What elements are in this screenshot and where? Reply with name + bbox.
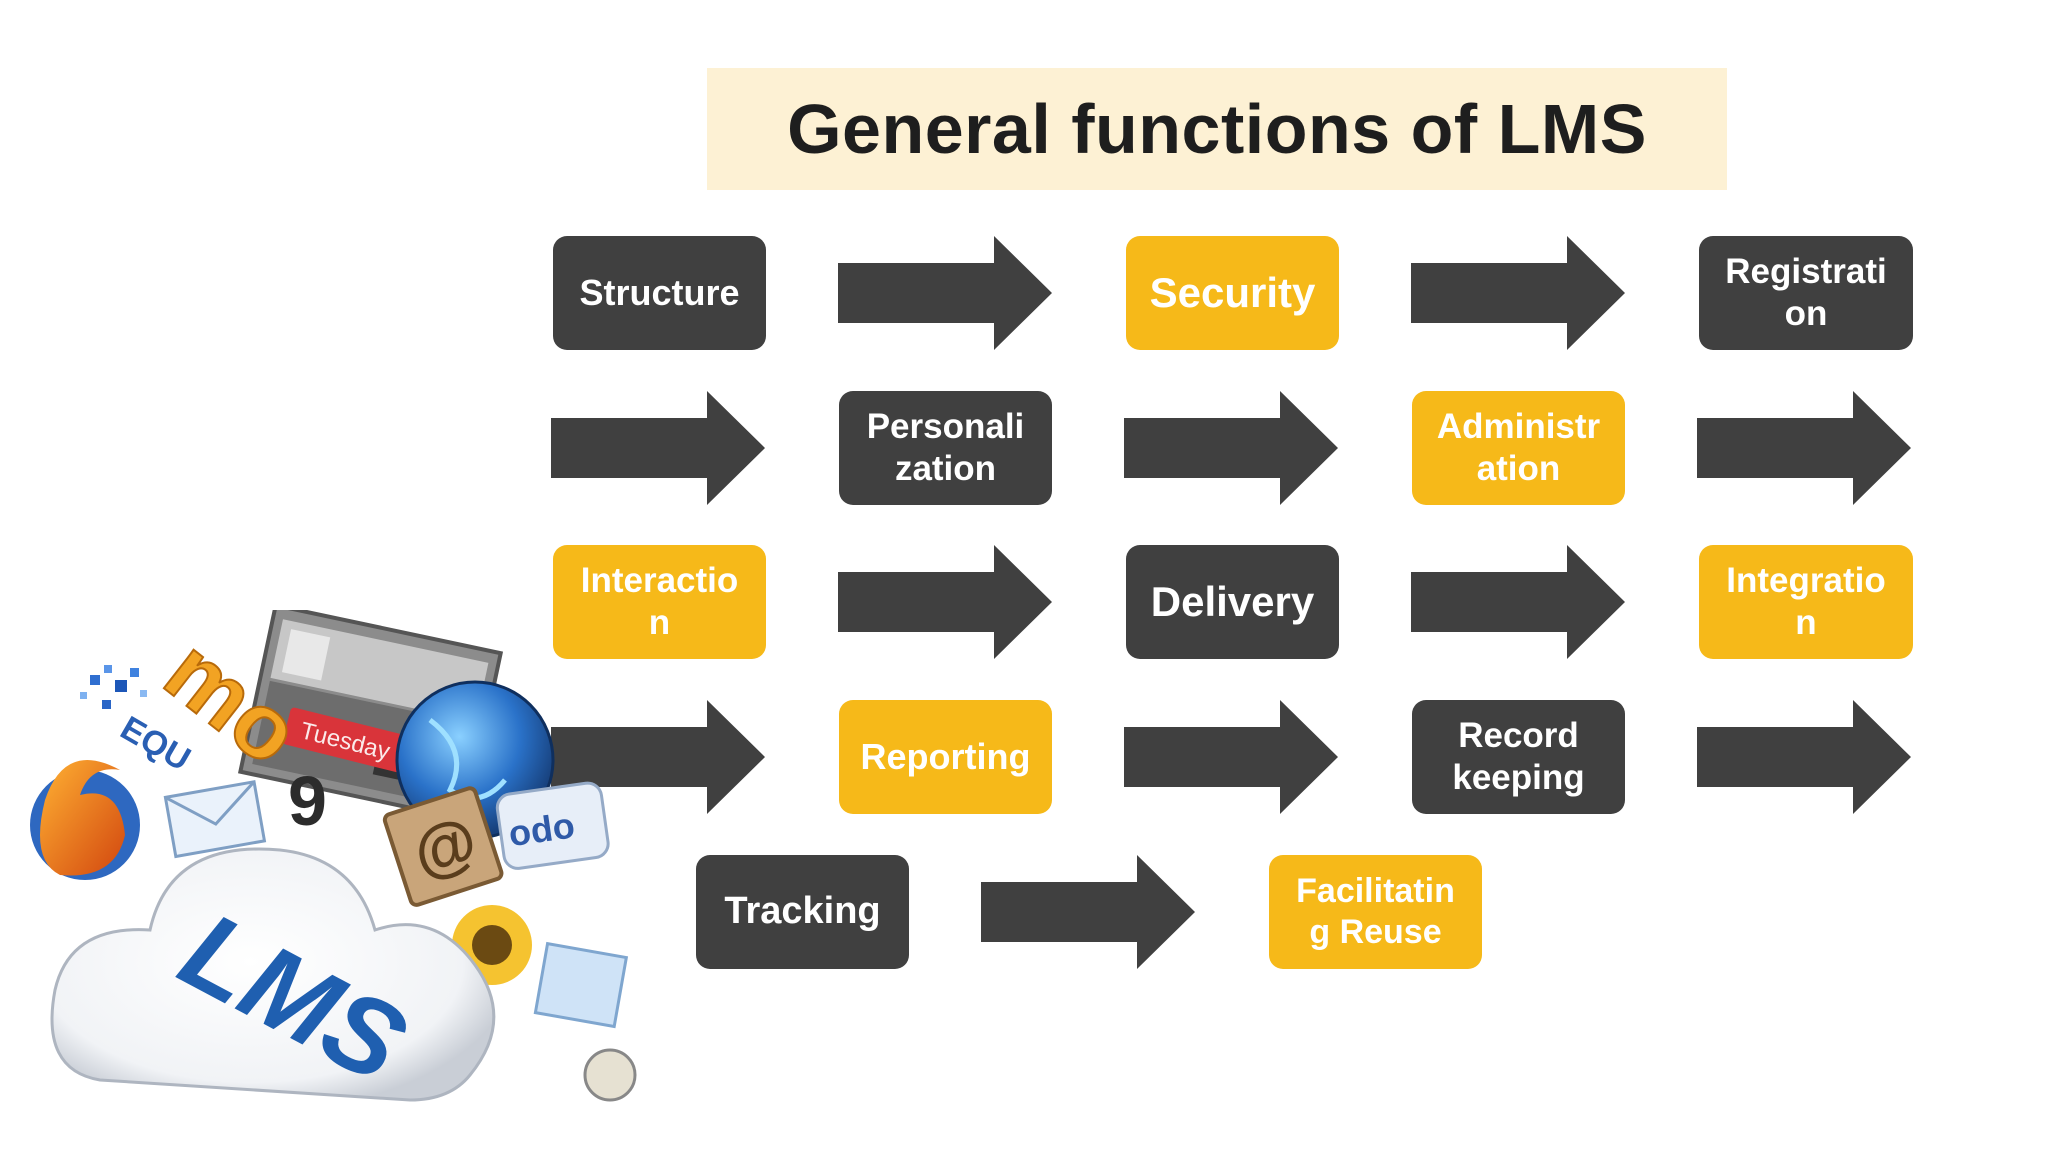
flow-arrow	[551, 391, 765, 505]
box-label: Registrati on	[1725, 252, 1887, 333]
box-label: Tracking	[724, 890, 881, 933]
box-label: Administr ation	[1436, 407, 1601, 488]
box-label: Delivery	[1150, 577, 1315, 625]
flow-arrow	[551, 700, 765, 814]
box-label: Interactio n	[580, 561, 739, 642]
box-label: Integratio n	[1726, 561, 1886, 642]
box-integration: Integratio n	[1699, 545, 1913, 659]
box-label: Reporting	[860, 736, 1031, 778]
box-delivery: Delivery	[1126, 545, 1339, 659]
box-label: Personali zation	[866, 407, 1025, 488]
box-administration: Administr ation	[1412, 391, 1625, 505]
box-interaction: Interactio n	[553, 545, 766, 659]
box-record-keeping: Record keeping	[1412, 700, 1625, 814]
page-title: General functions of LMS	[787, 90, 1647, 168]
cloud-icon	[50, 847, 496, 1102]
box-registration: Registrati on	[1699, 236, 1913, 350]
flow-arrow	[838, 545, 1052, 659]
box-facilitating-reuse: Facilitatin g Reuse	[1269, 855, 1482, 969]
lms-cloud-collage-icon: EQU Tuesday mo 9	[20, 603, 640, 1150]
box-personalization: Personali zation	[839, 391, 1052, 505]
mail-box-icon: @	[382, 786, 504, 907]
mascot-icon	[583, 1048, 637, 1102]
dots-icon	[80, 665, 147, 709]
flow-arrow	[1124, 700, 1338, 814]
flow-arrow	[838, 236, 1052, 350]
box-label: Security	[1149, 268, 1316, 316]
envelope-icon	[163, 780, 267, 859]
badge-text: odo	[506, 804, 577, 854]
box-label: Facilitatin g Reuse	[1296, 872, 1455, 951]
flow-arrow	[981, 855, 1195, 969]
flow-arrow	[1411, 236, 1625, 350]
box-label: Structure	[579, 272, 740, 314]
svg-text:9: 9	[288, 762, 327, 840]
box-structure: Structure	[553, 236, 766, 350]
box-label: Record keeping	[1452, 716, 1585, 797]
flow-arrow	[1124, 391, 1338, 505]
title-banner: General functions of LMS	[707, 68, 1727, 190]
flow-arrow	[1697, 391, 1911, 505]
box-reporting: Reporting	[839, 700, 1052, 814]
flow-arrow	[1411, 545, 1625, 659]
box-security: Security	[1126, 236, 1339, 350]
box-tracking: Tracking	[696, 855, 909, 969]
flow-arrow	[1697, 700, 1911, 814]
